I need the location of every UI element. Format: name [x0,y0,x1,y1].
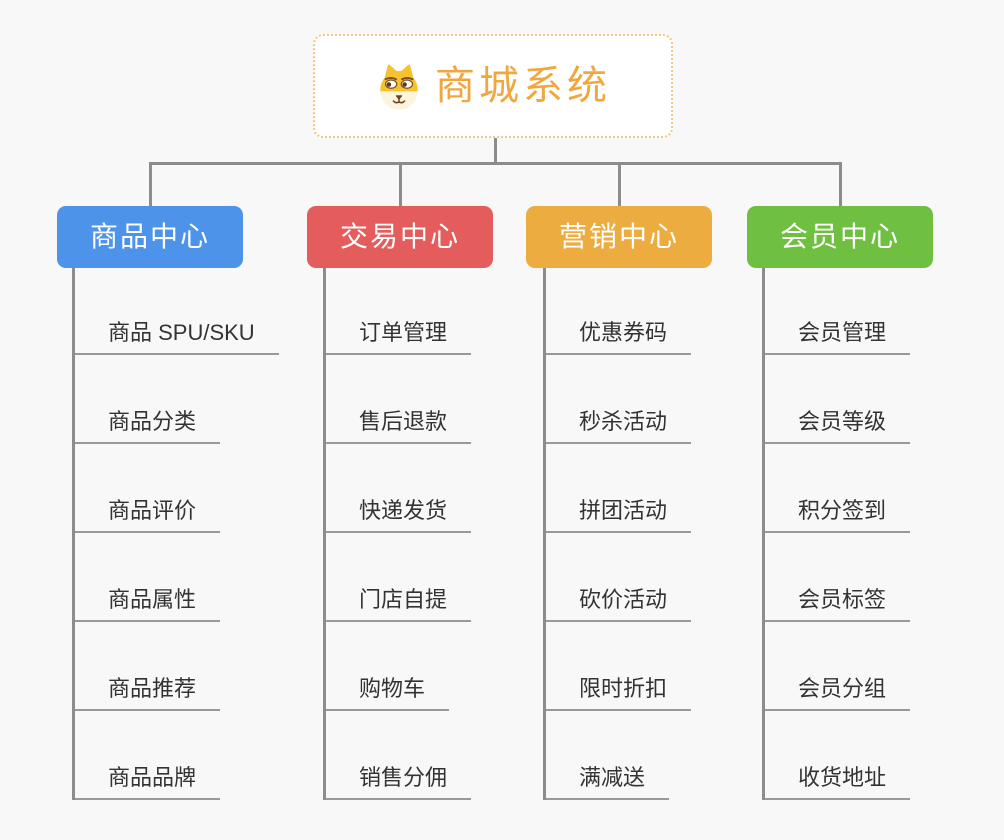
topic-product-recommend[interactable]: 商品推荐 [75,675,221,711]
topic-product-brand[interactable]: 商品品牌 [75,764,221,800]
topic-group-buy[interactable]: 拼团活动 [546,497,692,533]
topic-product-spu-sku[interactable]: 商品 SPU/SKU [75,319,279,355]
topic-flash-sale[interactable]: 秒杀活动 [546,408,692,444]
topic-coupon-code[interactable]: 优惠券码 [546,319,692,355]
connector-root-stub [494,138,497,165]
branch-children-member-center: 会员管理 会员等级 积分签到 会员标签 会员分组 收货地址 [762,268,1004,800]
connector-stub-member-center [839,164,842,206]
branch-node-marketing-center[interactable]: 营销中心 [526,206,712,268]
topic-after-sale-refund[interactable]: 售后退款 [326,408,472,444]
topic-full-reduction[interactable]: 满减送 [546,764,670,800]
branch-children-product-center: 商品 SPU/SKU 商品分类 商品评价 商品属性 商品推荐 商品品牌 [72,268,315,800]
branch-children-trade-center: 订单管理 售后退款 快递发货 门店自提 购物车 销售分佣 [323,268,566,800]
topic-member-level[interactable]: 会员等级 [765,408,911,444]
dog-icon [380,64,418,110]
connector-stub-product-center [149,164,152,206]
root-title: 商城系统 [435,64,611,108]
connector-stub-trade-center [399,164,402,206]
topic-product-category[interactable]: 商品分类 [75,408,221,444]
topic-shipping-address[interactable]: 收货地址 [765,764,911,800]
topic-bargain-activity[interactable]: 砍价活动 [546,586,692,622]
topic-product-review[interactable]: 商品评价 [75,497,221,533]
connector-stub-marketing-center [618,164,621,206]
topic-store-pickup[interactable]: 门店自提 [326,586,472,622]
topic-shopping-cart[interactable]: 购物车 [326,675,450,711]
topic-member-management[interactable]: 会员管理 [765,319,911,355]
connector-horizontal [149,162,842,165]
topic-product-attribute[interactable]: 商品属性 [75,586,221,622]
topic-member-tag[interactable]: 会员标签 [765,586,911,622]
root-node[interactable]: 商城系统 [313,34,673,138]
branch-children-marketing-center: 优惠券码 秒杀活动 拼团活动 砍价活动 限时折扣 满减送 [543,268,786,800]
branch-node-trade-center[interactable]: 交易中心 [307,206,493,268]
topic-order-management[interactable]: 订单管理 [326,319,472,355]
branch-node-product-center[interactable]: 商品中心 [57,206,243,268]
topic-express-delivery[interactable]: 快递发货 [326,497,472,533]
topic-member-group[interactable]: 会员分组 [765,675,911,711]
topic-points-checkin[interactable]: 积分签到 [765,497,911,533]
topic-sales-commission[interactable]: 销售分佣 [326,764,472,800]
branch-node-member-center[interactable]: 会员中心 [747,206,933,268]
topic-time-limited-discount[interactable]: 限时折扣 [546,675,692,711]
